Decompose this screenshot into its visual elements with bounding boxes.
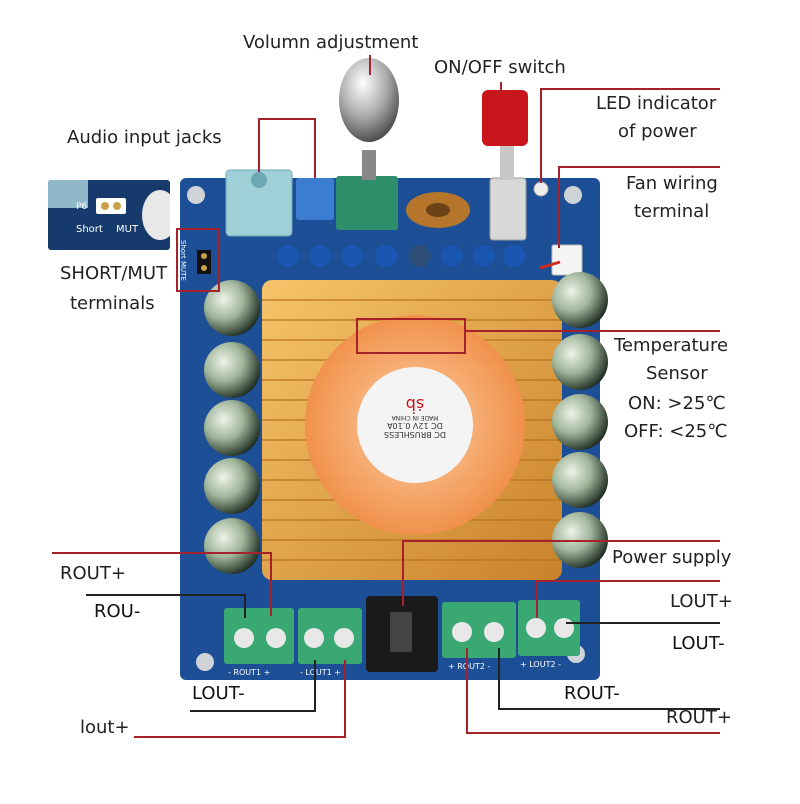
label-power: Power supply — [612, 547, 732, 568]
short-mut-inset: P6 Short MUT — [48, 180, 170, 250]
callout-lout-plus-right-v — [536, 580, 538, 618]
callout-led-v — [540, 88, 542, 183]
label-rou-minus-left: ROU- — [94, 601, 141, 622]
callout-temp-h — [466, 330, 720, 332]
mounting-hole — [564, 186, 582, 204]
silk-lout2: + LOUT2 - — [520, 660, 561, 669]
mounting-hole — [196, 653, 214, 671]
callout-short-box-r — [218, 228, 220, 292]
callout-audio-h — [258, 118, 316, 120]
label-temp-1: Temperature — [614, 335, 729, 356]
callout-rout-plus-right-h — [466, 732, 720, 734]
callout-short-box-b — [176, 290, 220, 292]
fan-hub — [357, 367, 473, 483]
silk-lout1: - LOUT1 + — [300, 668, 341, 677]
fan-label-2: DC 12V 0.10A — [387, 421, 443, 430]
label-temp-3: ON: >25℃ — [628, 393, 726, 414]
callout-power-h — [402, 540, 720, 542]
callout-fan-v — [558, 166, 560, 248]
callout-fan-h — [558, 166, 720, 168]
inset-p6-text: P6 — [76, 202, 88, 212]
red-power-button — [482, 90, 528, 146]
callout-lout-minus-left-h — [190, 710, 316, 712]
label-fan-2: terminal — [634, 201, 710, 222]
label-rout-plus-right: ROUT+ — [666, 707, 732, 728]
callout-temp-box-r — [464, 318, 466, 354]
label-audio: Audio input jacks — [67, 127, 222, 148]
callout-rout-plus-left-h — [52, 552, 272, 554]
silk-rout2: + ROUT2 - — [448, 662, 491, 671]
label-volume: Volumn adjustment — [243, 32, 419, 53]
inset-mut-text: MUT — [116, 224, 139, 235]
label-short-2: terminals — [70, 293, 155, 314]
label-lout-plus-left: lout+ — [80, 717, 130, 738]
callout-rout-minus-right-h — [498, 708, 720, 710]
label-onoff: ON/OFF switch — [434, 57, 566, 78]
screw-terminal-lout1 — [298, 608, 362, 664]
fan-connector — [551, 244, 583, 276]
callout-lout-minus-left-v — [314, 660, 316, 712]
capacitors-right — [552, 272, 608, 568]
label-temp-4: OFF: <25℃ — [624, 421, 728, 442]
short-mute-jumper — [197, 250, 211, 274]
callout-audio-v1 — [258, 118, 260, 172]
label-fan-1: Fan wiring — [626, 173, 718, 194]
fan-brand: ṡḃ — [405, 395, 425, 414]
callout-rou-minus-left-v — [244, 594, 246, 618]
callout-short-box-t — [176, 228, 220, 230]
callout-switch-v — [500, 82, 502, 92]
fan-sticker: DC BRUSHLESS DC 12V 0.10A MADE IN CHINA … — [365, 385, 465, 465]
fan-label-3: MADE IN CHINA — [391, 414, 439, 421]
label-rout-minus-right: ROUT- — [564, 683, 620, 704]
label-temp-2: Sensor — [646, 363, 708, 384]
label-led-1: LED indicator — [596, 93, 717, 114]
label-lout-plus-right: LOUT+ — [670, 591, 733, 612]
screw-terminal-lout2 — [518, 600, 580, 656]
callout-audio-v2 — [314, 118, 316, 178]
callout-temp-box-t — [356, 318, 466, 320]
dc-power-jack — [366, 596, 438, 672]
callout-rout-plus-right-v — [466, 648, 468, 734]
volume-potentiometer-body — [336, 176, 398, 230]
callout-short-box — [176, 228, 178, 292]
callout-rout-minus-right-v — [498, 648, 500, 710]
label-short-1: SHORT/MUT — [60, 263, 168, 284]
callout-lout-minus-right-h — [566, 622, 720, 624]
silk-short-mute: Short MUTE — [179, 240, 187, 281]
mounting-hole — [187, 186, 205, 204]
audio-input-connector — [296, 178, 334, 220]
label-lout-minus-right: LOUT- — [672, 633, 725, 654]
callout-led-h — [540, 88, 720, 90]
callout-rout-plus-left-v — [270, 552, 272, 616]
volume-knob — [339, 58, 399, 142]
silk-rout1: - ROUT1 + — [228, 668, 271, 677]
screw-terminal-rout2 — [442, 602, 516, 658]
callout-lout-plus-right-h — [536, 580, 720, 582]
label-led-2: of power — [618, 121, 697, 142]
callout-lout-plus-left-v — [344, 660, 346, 738]
callout-temp-box-b — [356, 352, 466, 354]
callout-volume-v — [369, 55, 371, 75]
label-rout-plus-left: ROUT+ — [60, 563, 126, 584]
power-led — [533, 181, 549, 197]
callout-rou-minus-left-h — [86, 594, 246, 596]
screw-terminal-rout1 — [224, 608, 294, 664]
capacitors-left — [204, 280, 260, 574]
small-capacitor-row — [277, 245, 525, 267]
callout-temp-box-l — [356, 318, 358, 354]
onoff-switch-body — [489, 177, 527, 241]
callout-lout-plus-left-h — [134, 736, 346, 738]
fan-label-1: DC BRUSHLESS — [384, 430, 446, 439]
label-lout-minus-left: LOUT- — [192, 683, 245, 704]
inset-short-text: Short — [76, 224, 103, 235]
callout-power-v — [402, 540, 404, 606]
